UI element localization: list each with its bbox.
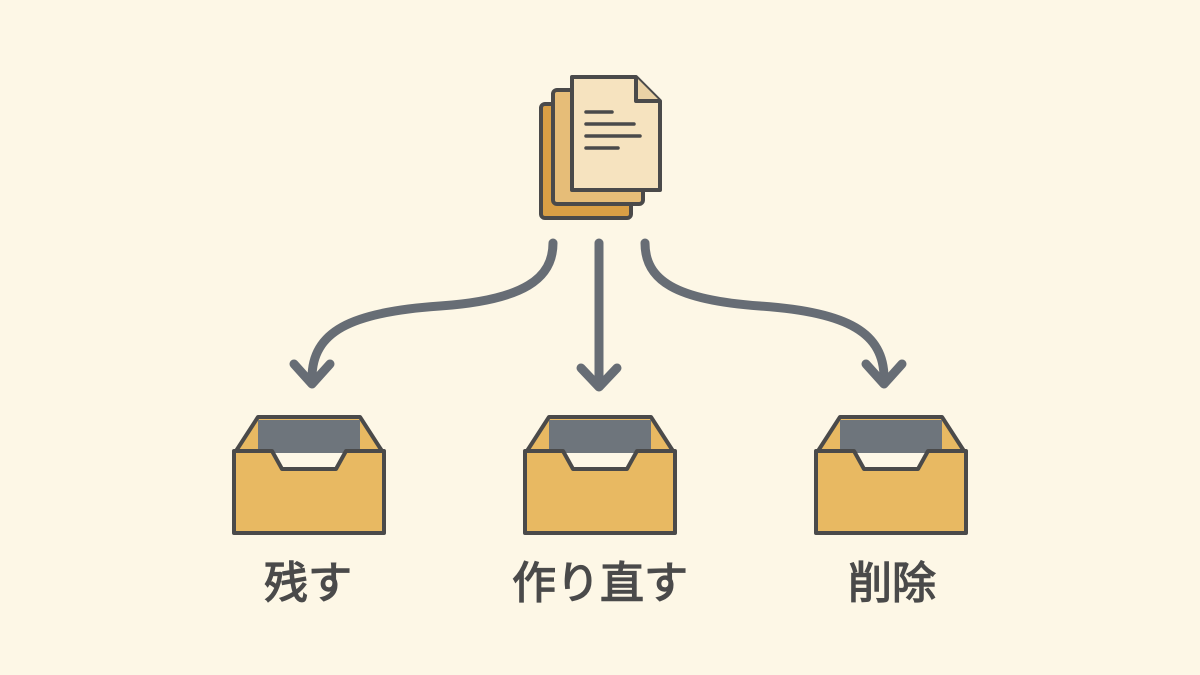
arrows (289, 238, 907, 392)
tray-box-icon (523, 415, 677, 535)
tray-interior (258, 420, 360, 453)
document-text-lines (584, 110, 642, 150)
tray-front (814, 449, 968, 535)
branch-label-redo: 作り直す (512, 558, 688, 609)
document-stack-icon (539, 75, 662, 220)
tray-interior (549, 420, 651, 453)
tray-box-icon (232, 415, 386, 535)
arrowhead-delete (861, 359, 907, 389)
branch-label-delete: 削除 (848, 558, 936, 609)
tray-front (523, 449, 677, 535)
arrow-to-delete (640, 238, 889, 383)
document-folded-corner (634, 77, 660, 103)
tray-interior (840, 420, 942, 453)
document-front-sheet (570, 75, 662, 192)
tray-front (232, 449, 386, 535)
tray-box-icon (814, 415, 968, 535)
branch-label-keep: 残す (264, 558, 352, 609)
arrow-to-keep (307, 238, 558, 383)
arrowhead-redo (576, 363, 622, 392)
arrowhead-keep (289, 359, 335, 389)
